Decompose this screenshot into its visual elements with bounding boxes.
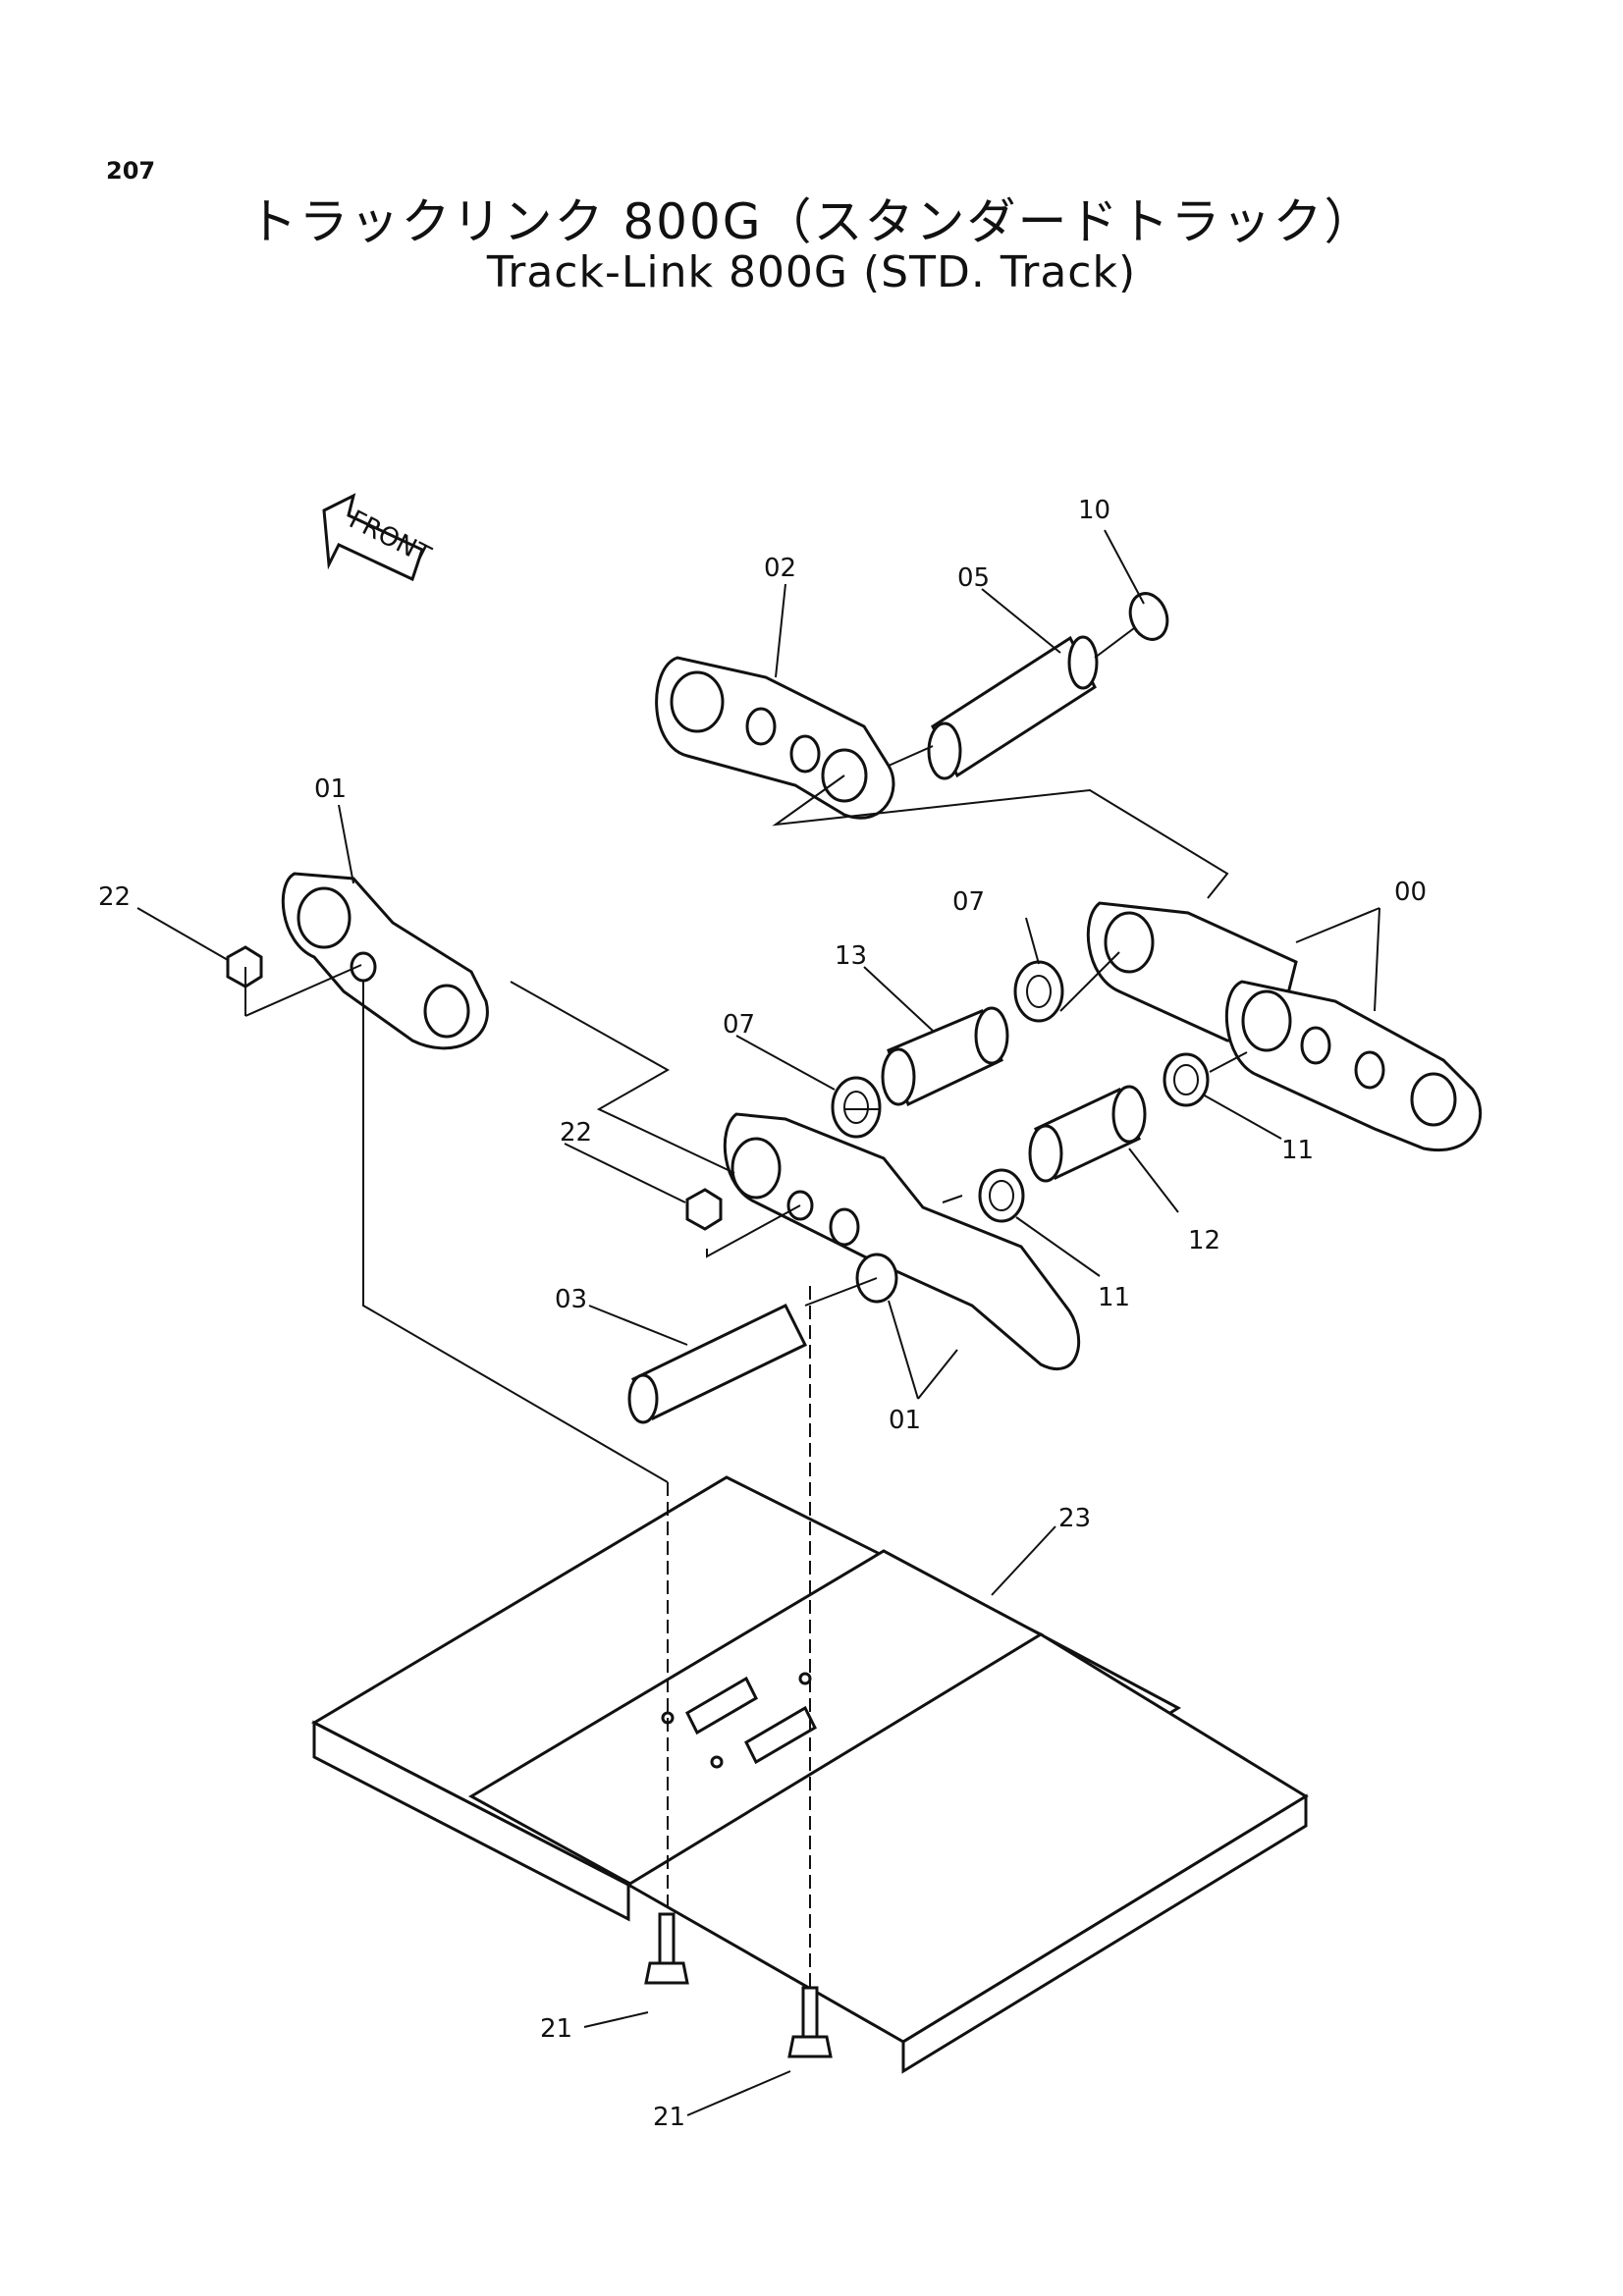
part-01-link-center [723,1112,1081,1371]
callout-13: 13 [835,941,867,971]
callout-07-top: 07 [952,887,985,917]
part-02-link [655,656,895,820]
page-title-english: Track-Link 800G (STD. Track) [486,247,1137,297]
assembly-lines [244,627,1248,1988]
part-22-nut-middle [685,1188,723,1231]
callout-22-middle: 22 [560,1118,592,1148]
callout-03: 03 [555,1285,587,1314]
page-title-japanese: トラックリンク 800G（スタンダードトラック） [247,193,1376,250]
part-23-track-shoe [310,1475,1309,2074]
callout-01-bottom: 01 [889,1406,921,1435]
part-07-seal-lower [831,1076,882,1139]
callout-01-top: 01 [314,774,347,804]
part-12-bushing [1028,1085,1147,1183]
callout-12: 12 [1188,1226,1220,1255]
callout-02: 02 [764,554,796,583]
part-01-link-left [281,872,489,1050]
part-03-pin [627,1304,808,1424]
callout-11-right: 11 [1281,1136,1314,1165]
part-00-link-assembly [1086,901,1483,1151]
callout-05: 05 [957,563,990,593]
part-07-seal-upper [1013,960,1064,1023]
callout-22-left: 22 [98,882,131,912]
front-direction-arrow: FRONT [322,493,435,582]
part-11-seal-right [1163,1052,1210,1107]
callout-23: 23 [1058,1504,1091,1533]
callout-21-lower: 21 [653,2103,685,2132]
part-21-bolt-lower [787,1986,833,2058]
callout-00: 00 [1394,878,1427,907]
callout-11-bottom: 11 [1098,1283,1130,1312]
part-21-bolt-upper [644,1912,689,1985]
callout-07-left: 07 [723,1010,755,1040]
part-13-bushing [881,1006,1009,1107]
callout-21-upper: 21 [540,2014,572,2044]
part-11-seal-lower [978,1168,1025,1223]
page-number: 207 [106,157,156,185]
part-05-pin [927,635,1099,780]
callout-labels: 10 02 05 01 22 00 07 13 07 22 11 12 11 0… [98,496,1427,2132]
leader-lines [136,529,1380,2116]
callout-10: 10 [1078,496,1110,525]
part-10-snap-ring [1128,592,1169,641]
